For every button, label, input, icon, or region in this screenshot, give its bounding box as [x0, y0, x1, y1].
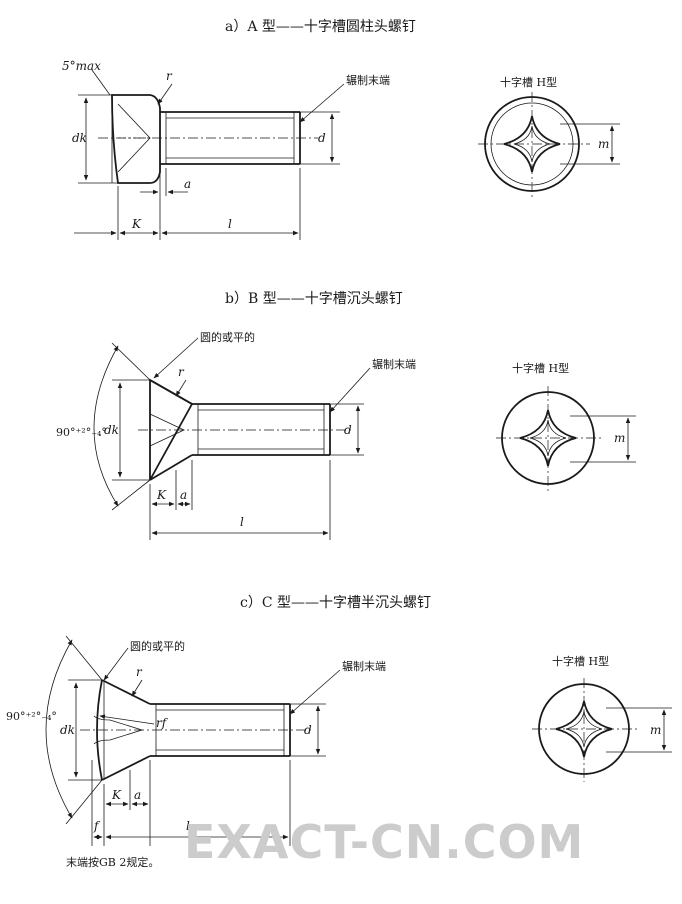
section-a-screw-side-view	[98, 94, 318, 184]
section-b-a-label: a	[180, 488, 187, 502]
section-a-end-label: 辗制末端	[346, 73, 390, 87]
section-b-title: b）B 型——十字槽沉头螺钉	[225, 291, 403, 307]
section-b-dimensions: 圆的或平的 r 辗制末端 90°⁺²°₋₄° dk d K	[56, 330, 416, 540]
section-b-r-label: r	[178, 365, 185, 379]
section-c-rf-label: rf	[156, 716, 169, 730]
section-b-angle-label: 90°⁺²°₋₄°	[56, 426, 107, 439]
section-c-end-label: 辗制末端	[342, 659, 386, 673]
section-b-l-label: l	[240, 515, 244, 529]
section-c-angle-label: 90°⁺²°₋₄°	[6, 710, 57, 723]
section-b-view-label: 十字槽 H型	[512, 361, 569, 375]
section-a-d-label: d	[318, 131, 326, 145]
section-c-l-label: l	[186, 819, 190, 833]
section-b-recess-view: 十字槽 H型 m	[496, 361, 636, 494]
section-c-recess-view: 十字槽 H型 m	[532, 654, 672, 782]
section-a-dimensions: 5°max dk r 辗制末端 d a K l	[62, 59, 390, 240]
section-c-d-label: d	[304, 723, 312, 737]
section-c-dk-label: dk	[60, 723, 75, 737]
section-a-title: a）A 型——十字槽圆柱头螺钉	[225, 19, 416, 35]
section-a-l-label: l	[228, 217, 232, 231]
section-c-r-label: r	[136, 665, 143, 679]
section-c-m-label: m	[650, 723, 661, 737]
section-c-screw-side-view	[80, 679, 312, 781]
section-c-title: c）C 型——十字槽半沉头螺钉	[240, 595, 431, 611]
footnote: 末端按GB 2规定。	[66, 855, 159, 869]
section-c: c）C 型——十字槽半沉头螺钉 圆的或平的 r rf 辗制末	[6, 595, 672, 846]
section-c-K-label: K	[111, 788, 122, 802]
watermark: EXACT-CN.COM	[184, 815, 584, 869]
section-a-dk-label: dk	[72, 131, 87, 145]
section-b-m-label: m	[614, 431, 625, 445]
section-c-head-note: 圆的或平的	[130, 639, 185, 653]
section-a-recess-view: 十字槽 H型 m	[478, 75, 620, 198]
section-c-view-label: 十字槽 H型	[552, 654, 609, 668]
section-a-K-label: K	[131, 217, 142, 231]
section-c-a-label: a	[134, 788, 141, 802]
section-a-a-label: a	[184, 177, 191, 191]
section-a-max-angle: 5°max	[62, 59, 101, 73]
section-b-screw-side-view	[138, 378, 352, 481]
section-c-dimensions: 圆的或平的 r rf 辗制末端 90°⁺²°₋₄° dk d	[6, 635, 386, 846]
section-a-r-label: r	[166, 69, 173, 83]
section-b: b）B 型——十字槽沉头螺钉 圆的或平的 r 辗制末端	[56, 291, 636, 540]
section-a-m-label: m	[598, 137, 609, 151]
section-c-f-label: f	[93, 819, 101, 833]
section-b-dk-label: dk	[104, 423, 119, 437]
section-a-view-label: 十字槽 H型	[500, 75, 557, 89]
section-b-K-label: K	[156, 488, 167, 502]
section-a: a）A 型——十字槽圆柱头螺钉 5°max	[62, 19, 620, 240]
section-b-end-label: 辗制末端	[372, 357, 416, 371]
section-b-d-label: d	[344, 423, 352, 437]
section-b-head-note: 圆的或平的	[200, 330, 255, 344]
